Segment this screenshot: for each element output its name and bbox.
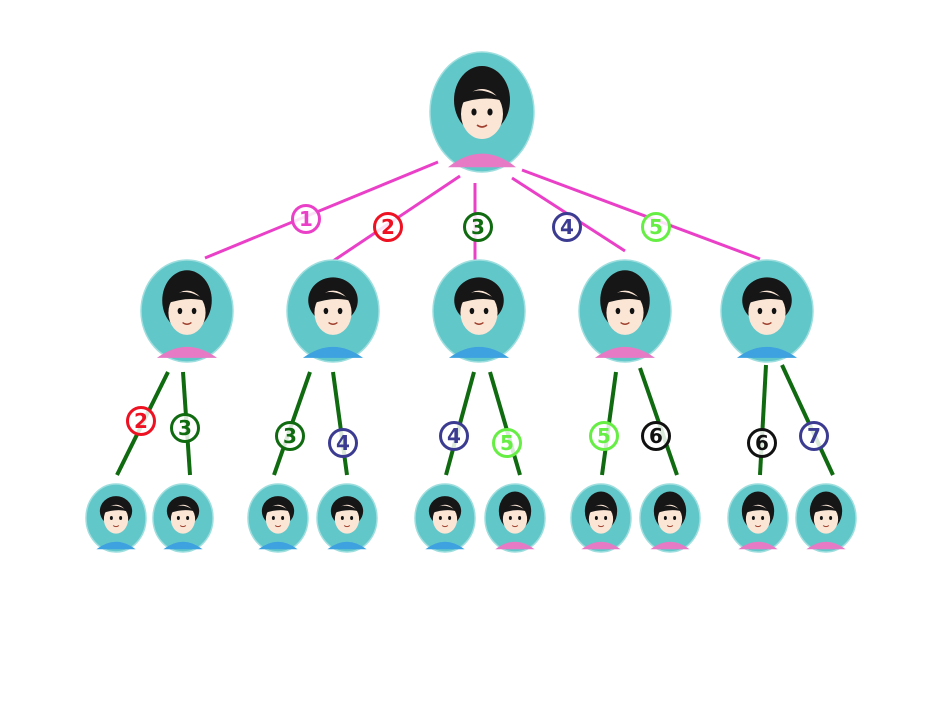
edge-level2-10 (780, 364, 835, 476)
badge-number: 6 (649, 424, 663, 448)
girl-avatar (727, 483, 789, 553)
edge-badge-2: 2 (373, 212, 403, 242)
badge-circle (589, 421, 619, 451)
edge-level2-4 (331, 371, 349, 476)
child-4 (578, 259, 672, 363)
edge-root-child-5 (521, 168, 761, 261)
girl-avatar (484, 483, 546, 553)
child-1 (140, 259, 234, 363)
badge-circle (492, 428, 522, 458)
grandchild-5 (414, 483, 476, 553)
edge-badge-l2-3: 3 (275, 421, 305, 451)
child-3 (432, 259, 526, 363)
girl-avatar (140, 259, 234, 363)
girl-avatar (570, 483, 632, 553)
badge-number: 6 (755, 431, 769, 455)
badge-circle (291, 204, 321, 234)
boy-avatar (720, 259, 814, 363)
badge-number: 5 (649, 215, 663, 239)
boy-avatar (247, 483, 309, 553)
edge-level2-9 (758, 364, 768, 476)
edge-badge-3: 3 (463, 212, 493, 242)
edge-badge-l2-4: 4 (328, 428, 358, 458)
grandchild-10 (795, 483, 857, 553)
girl-avatar (639, 483, 701, 553)
boy-avatar (286, 259, 380, 363)
root-avatar (429, 51, 535, 173)
edge-badge-l2-1: 2 (126, 406, 156, 436)
badge-circle (641, 421, 671, 451)
badge-number: 4 (560, 215, 574, 239)
badge-number: 5 (500, 431, 514, 455)
edge-root-child-1 (204, 160, 439, 260)
badge-number: 7 (807, 424, 821, 448)
boy-avatar (316, 483, 378, 553)
grandchild-8 (639, 483, 701, 553)
badge-circle (799, 421, 829, 451)
grandchild-9 (727, 483, 789, 553)
badge-circle (275, 421, 305, 451)
badge-number: 4 (447, 424, 461, 448)
edge-level2-6 (488, 371, 522, 476)
child-2 (286, 259, 380, 363)
grandchild-3 (247, 483, 309, 553)
edge-badge-l2-10: 7 (799, 421, 829, 451)
grandchild-6 (484, 483, 546, 553)
badge-number: 3 (471, 215, 485, 239)
edge-badge-1: 1 (291, 204, 321, 234)
badge-circle (170, 413, 200, 443)
badge-number: 2 (134, 409, 148, 433)
badge-circle (463, 212, 493, 242)
badge-circle (641, 212, 671, 242)
girl-avatar (795, 483, 857, 553)
badge-number: 4 (336, 431, 350, 455)
edge-badge-l2-8: 6 (641, 421, 671, 451)
badge-number: 2 (381, 215, 395, 239)
boy-avatar (85, 483, 147, 553)
grandchild-7 (570, 483, 632, 553)
grandchild-4 (316, 483, 378, 553)
badge-circle (126, 406, 156, 436)
edge-badge-5: 5 (641, 212, 671, 242)
badge-number: 3 (283, 424, 297, 448)
edge-badge-4: 4 (552, 212, 582, 242)
edge-badge-l2-2: 3 (170, 413, 200, 443)
edge-badge-l2-9: 6 (747, 428, 777, 458)
boy-avatar (414, 483, 476, 553)
badge-number: 1 (299, 207, 313, 231)
child-5 (720, 259, 814, 363)
badge-number: 3 (178, 416, 192, 440)
edge-badge-l2-7: 5 (589, 421, 619, 451)
boy-avatar (432, 259, 526, 363)
badge-circle (328, 428, 358, 458)
girl-avatar (578, 259, 672, 363)
badge-number: 5 (597, 424, 611, 448)
badge-circle (439, 421, 469, 451)
badge-circle (552, 212, 582, 242)
edge-badge-l2-5: 4 (439, 421, 469, 451)
edge-badge-l2-6: 5 (492, 428, 522, 458)
badge-circle (747, 428, 777, 458)
boy-avatar (152, 483, 214, 553)
grandchild-1 (85, 483, 147, 553)
girl-avatar (429, 51, 535, 173)
grandchild-2 (152, 483, 214, 553)
badge-circle (373, 212, 403, 242)
